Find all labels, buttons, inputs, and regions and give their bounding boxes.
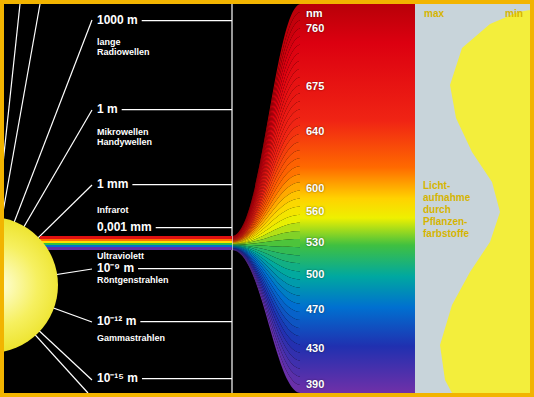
scale-tick bbox=[142, 378, 232, 379]
frame bbox=[0, 0, 4, 397]
radiation-name: lange Radiowellen bbox=[97, 38, 167, 58]
wavelength-value: 10⁻¹⁵ m bbox=[97, 372, 138, 385]
radiation-name: Infrarot bbox=[97, 206, 129, 216]
absorption-label: min bbox=[505, 8, 523, 19]
black-panel bbox=[4, 4, 300, 393]
frame bbox=[0, 393, 534, 397]
frame bbox=[0, 0, 534, 4]
visible-spectrum bbox=[300, 4, 415, 393]
fan-strip bbox=[232, 250, 301, 393]
light-beam bbox=[40, 236, 232, 250]
scale-tick bbox=[142, 20, 232, 21]
scale-line bbox=[231, 4, 232, 393]
radiation-name: Ultraviolett bbox=[97, 252, 144, 262]
wavelength-value: 1 m bbox=[97, 103, 118, 116]
nanometer-value: nm bbox=[306, 7, 323, 19]
nanometer-value: 390 bbox=[306, 378, 324, 390]
wavelength-value: 1000 m bbox=[97, 14, 138, 27]
spectrum-fan bbox=[232, 4, 301, 393]
wavelength-value: 1 mm bbox=[97, 178, 128, 191]
wavelength-value: 0,001 mm bbox=[97, 221, 152, 234]
nanometer-value: 470 bbox=[306, 303, 324, 315]
wavelength-value: 10⁻⁹ m bbox=[97, 262, 134, 275]
fan-strip bbox=[232, 249, 301, 384]
absorption-panel bbox=[415, 4, 530, 393]
nanometer-value: 600 bbox=[306, 182, 324, 194]
radiation-name: Gammastrahlen bbox=[97, 334, 165, 344]
sun bbox=[0, 217, 58, 353]
nanometer-value: 430 bbox=[306, 342, 324, 354]
absorption-label: max bbox=[424, 8, 444, 19]
scale-tick bbox=[156, 227, 232, 228]
frame bbox=[530, 0, 534, 397]
scale-tick bbox=[132, 184, 232, 185]
scale-tick bbox=[122, 109, 232, 110]
nanometer-value: 500 bbox=[306, 268, 324, 280]
nanometer-value: 640 bbox=[306, 125, 324, 137]
nanometer-value: 560 bbox=[306, 205, 324, 217]
scale-tick bbox=[140, 321, 232, 322]
scale-tick bbox=[138, 268, 232, 269]
absorption-label: Licht- aufnahme durch Pflanzen- farbstof… bbox=[423, 180, 481, 240]
wavelength-value: 10⁻¹² m bbox=[97, 315, 136, 328]
radiation-name: Röntgenstrahlen bbox=[97, 276, 169, 286]
nanometer-value: 530 bbox=[306, 236, 324, 248]
fan-strip bbox=[232, 207, 301, 244]
nanometer-value: 760 bbox=[306, 22, 324, 34]
nanometer-value: 675 bbox=[306, 80, 324, 92]
radiation-name: Mikrowellen Handywellen bbox=[97, 128, 169, 148]
